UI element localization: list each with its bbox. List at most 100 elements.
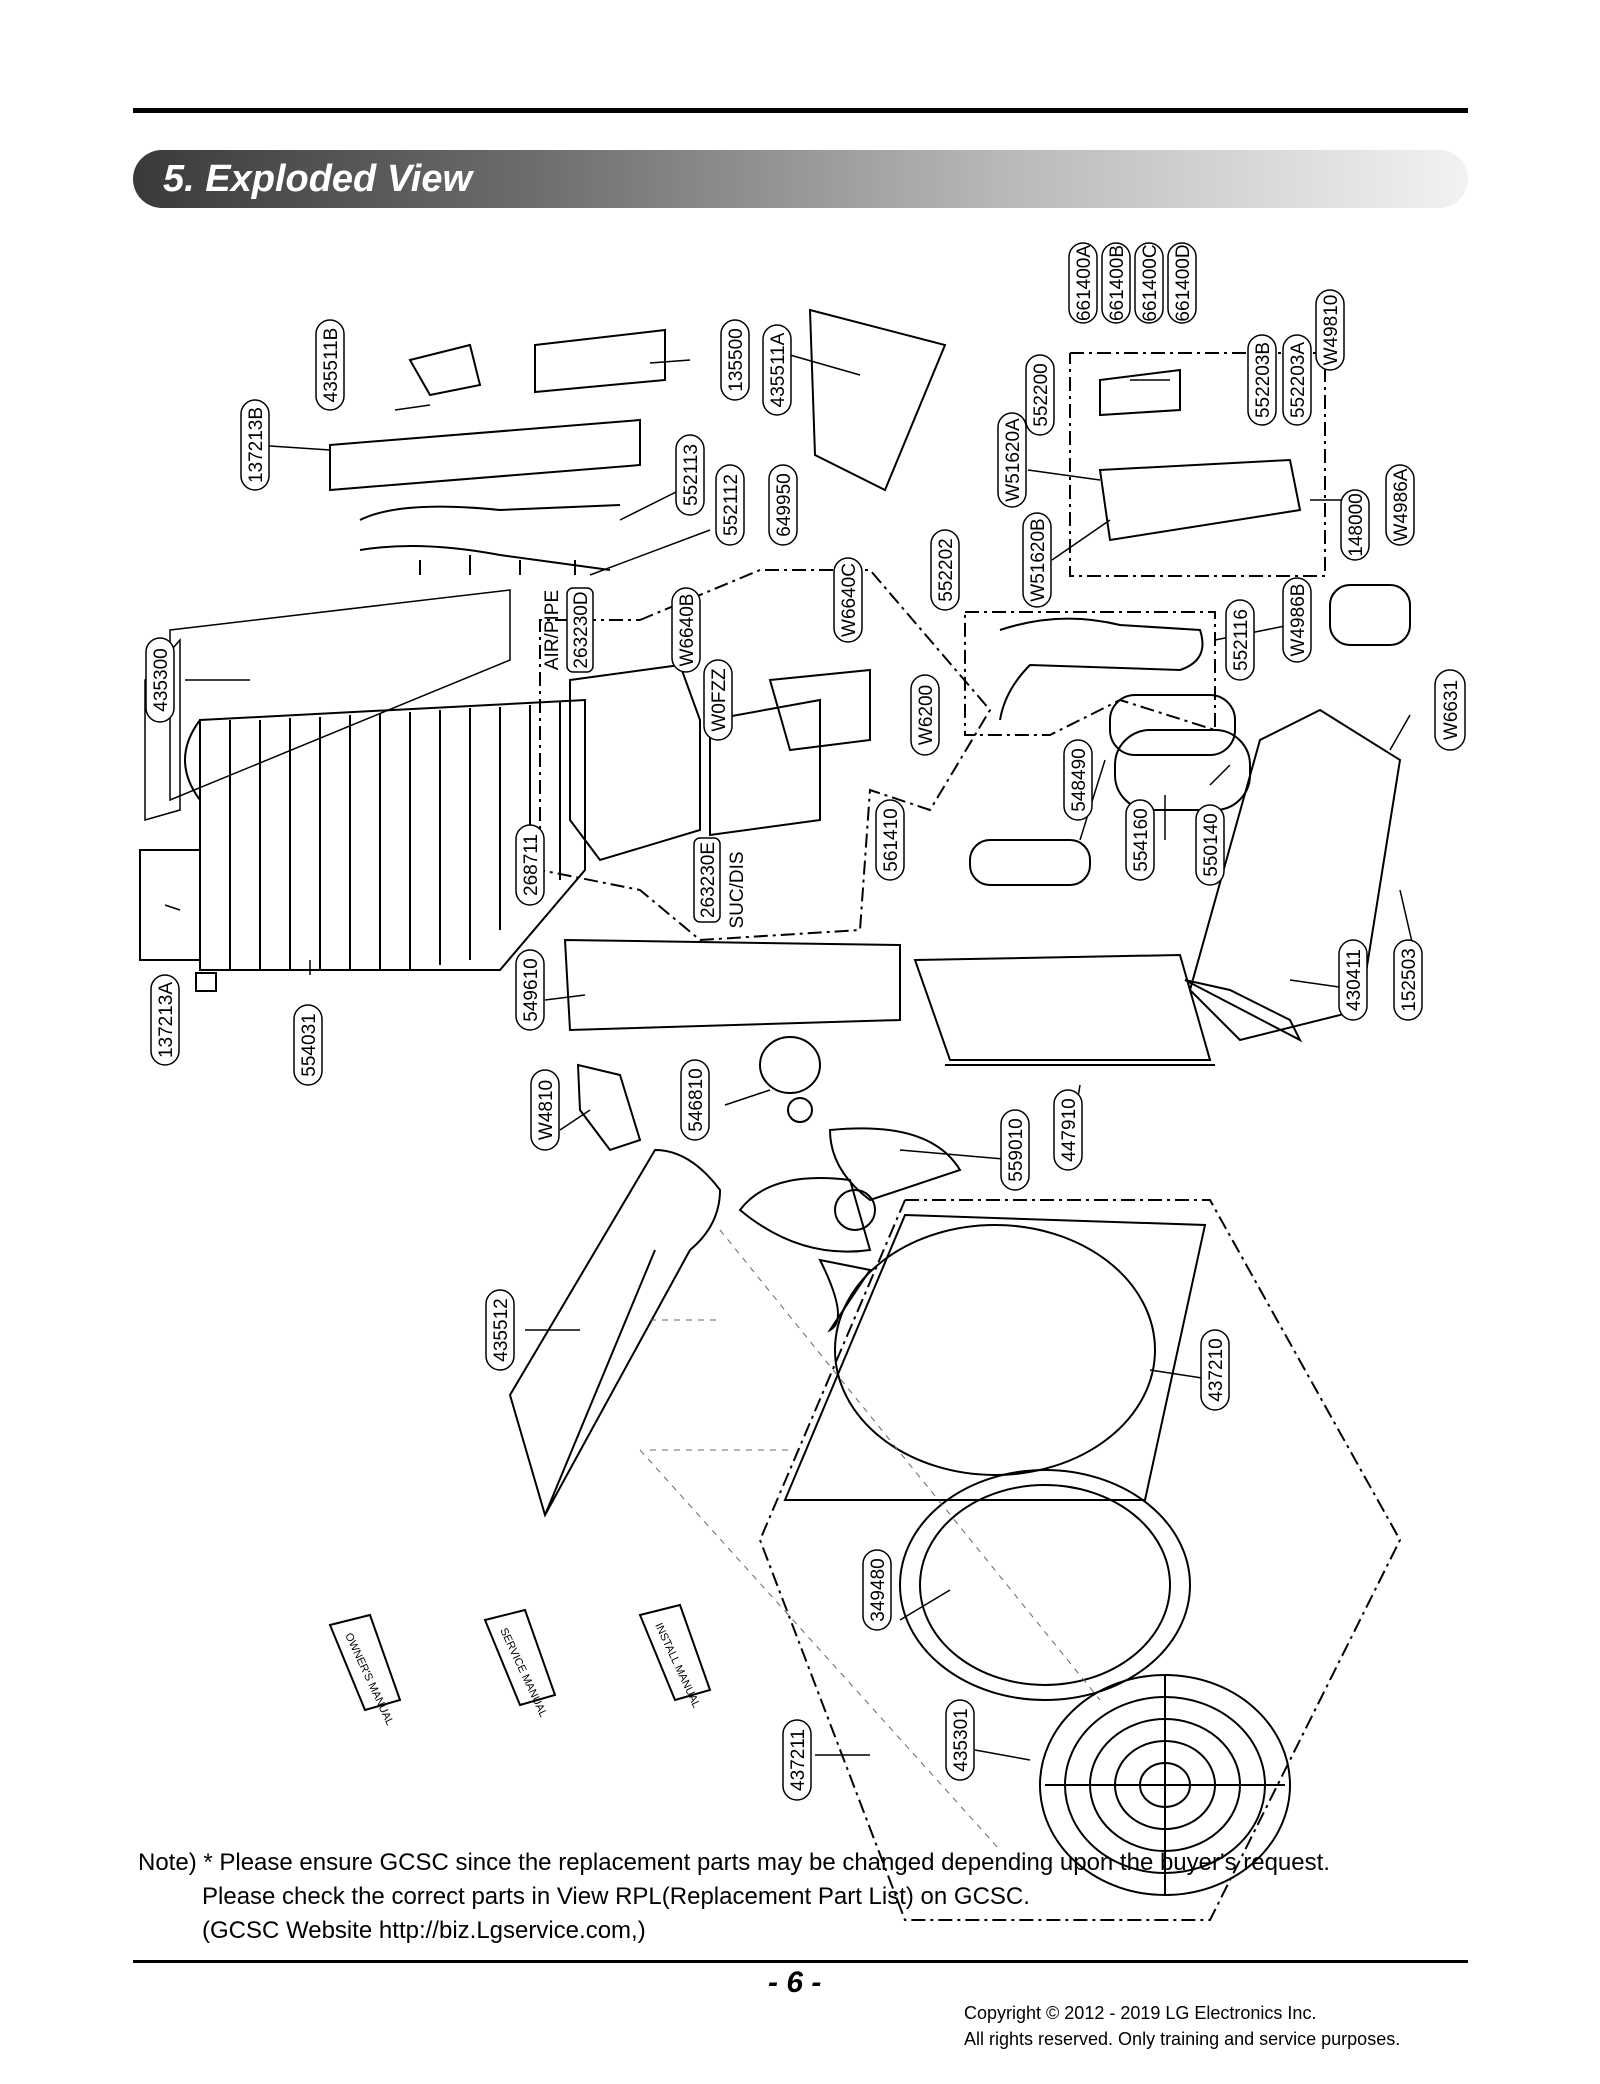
part-label-w6631: W6631 (1434, 669, 1466, 751)
top-cover (329, 308, 947, 492)
manual-text-owner: OWNER'S MANUAL (342, 1631, 395, 1727)
svg-text:552203A: 552203A (1288, 342, 1309, 418)
svg-text:263230D: 263230D (571, 591, 592, 668)
brackets (195, 972, 642, 1152)
svg-text:437211: 437211 (788, 1729, 809, 1791)
svg-text:W51620A: W51620A (1003, 418, 1024, 502)
svg-text:437210: 437210 (1206, 1338, 1227, 1401)
part-label-148000: 148000 (1340, 489, 1370, 561)
svg-text:W4986A: W4986A (1391, 468, 1412, 541)
svg-text:349480: 349480 (868, 1558, 889, 1621)
note-block: Note) * Please ensure GCSC since the rep… (138, 1846, 1330, 1948)
svg-text:661400C: 661400C (1140, 244, 1161, 321)
svg-text:549610: 549610 (521, 958, 542, 1021)
svg-text:447910: 447910 (1059, 1098, 1080, 1161)
svg-text:546810: 546810 (686, 1068, 707, 1131)
part-label-559010: 559010 (1000, 1109, 1030, 1191)
part-labels: 661400A 661400B 661400C 661400D W49810 4… (145, 242, 1466, 1801)
part-label-suc-dis: SUC/DIS (727, 851, 748, 928)
part-label-649950: 649950 (768, 464, 798, 546)
part-label-435511b: 435511B (315, 319, 345, 411)
svg-text:137213B: 137213B (246, 407, 267, 483)
svg-text:552203B: 552203B (1253, 342, 1274, 418)
part-label-661400d: 661400D (1167, 242, 1197, 324)
part-label-w6640b: W6640B (671, 587, 701, 673)
part-label-552112: 552112 (715, 464, 745, 546)
part-label-549610: 549610 (515, 949, 545, 1031)
part-label-661400b: 661400B (1101, 242, 1131, 324)
svg-text:435511B: 435511B (321, 328, 342, 403)
part-label-w6200: W6200 (910, 674, 940, 756)
part-label-435512: 435512 (485, 1289, 515, 1371)
compressor (969, 694, 1251, 886)
part-label-561410: 561410 (875, 799, 905, 881)
svg-text:430411: 430411 (1344, 949, 1365, 1011)
section-title: 5. Exploded View (163, 158, 473, 200)
part-label-w6640c: W6640C (833, 557, 863, 643)
part-label-435300: 435300 (145, 637, 175, 723)
svg-text:SUC/DIS: SUC/DIS (727, 851, 748, 928)
part-label-air-pipe: AIR/PIPE (542, 590, 563, 670)
svg-text:649950: 649950 (774, 473, 795, 536)
leader-lines (164, 354, 1416, 1761)
part-label-152503: 152503 (1393, 939, 1423, 1021)
svg-text:W6200: W6200 (916, 685, 937, 745)
part-label-437210: 437210 (1200, 1329, 1230, 1411)
part-label-552203a: 552203A (1282, 334, 1312, 426)
part-label-552116: 552116 (1225, 599, 1255, 681)
part-label-437211: 437211 (782, 1719, 812, 1801)
part-label-268711: 268711 (515, 824, 545, 906)
svg-text:135500: 135500 (726, 328, 747, 391)
copyright: Copyright © 2012 - 2019 LG Electronics I… (964, 2000, 1400, 2052)
svg-text:554031: 554031 (299, 1013, 320, 1076)
svg-text:W6631: W6631 (1441, 680, 1462, 740)
svg-text:268711: 268711 (521, 834, 542, 896)
copyright-line-1: Copyright © 2012 - 2019 LG Electronics I… (964, 2003, 1317, 2023)
page-number: - 6 - (768, 1966, 822, 1999)
fan-guard (1039, 1674, 1291, 1896)
svg-text:AIR/PIPE: AIR/PIPE (542, 590, 563, 670)
part-label-447910: 447910 (1053, 1089, 1083, 1171)
valve-assembly (1098, 368, 1411, 646)
group-outline-pipe (964, 611, 1216, 736)
svg-text:W0FZZ: W0FZZ (709, 668, 730, 732)
svg-text:W51620B: W51620B (1028, 518, 1049, 601)
svg-text:W4810: W4810 (536, 1080, 557, 1140)
fan-blade (738, 1127, 962, 1333)
part-label-546810: 546810 (680, 1059, 710, 1141)
svg-text:137213A: 137213A (156, 982, 177, 1058)
group-outline-front (758, 1199, 1402, 1921)
side-panel (508, 1148, 722, 1518)
top-rule (133, 108, 1468, 113)
fan-support (563, 938, 1215, 1066)
part-label-263230e: 263230E (693, 837, 721, 923)
note-line-1: Note) * Please ensure GCSC since the rep… (138, 1849, 1330, 1876)
condenser-coil (139, 698, 586, 971)
part-label-137213b: 137213B (240, 399, 270, 491)
svg-text:548490: 548490 (1069, 748, 1090, 811)
svg-text:661400B: 661400B (1107, 245, 1128, 321)
part-label-349480: 349480 (862, 1549, 892, 1631)
svg-text:561410: 561410 (881, 808, 902, 871)
part-label-554031: 554031 (293, 1004, 323, 1086)
part-label-w4986b: W4986B (1282, 577, 1312, 663)
svg-text:435511A: 435511A (768, 332, 789, 407)
part-label-w4810: W4810 (530, 1069, 560, 1151)
svg-text:W49810: W49810 (1321, 295, 1342, 366)
part-label-552113: 552113 (675, 434, 705, 516)
part-label-550140: 550140 (1195, 804, 1225, 886)
part-label-w51620b: W51620B (1022, 512, 1052, 608)
copyright-line-2: All rights reserved. Only training and s… (964, 2029, 1401, 2049)
part-label-137213a: 137213A (150, 974, 180, 1066)
svg-text:148000: 148000 (1346, 493, 1367, 556)
part-label-552202: 552202 (930, 529, 960, 611)
part-label-661400c: 661400C (1134, 242, 1164, 324)
part-label-661400a: 661400A (1068, 242, 1098, 324)
orifice-ring (899, 1469, 1191, 1701)
part-label-548490: 548490 (1063, 739, 1093, 821)
section-title-bar: 5. Exploded View (133, 150, 1468, 208)
bottom-rule (133, 1960, 1468, 1963)
svg-text:550140: 550140 (1201, 813, 1222, 876)
svg-text:661400D: 661400D (1173, 244, 1194, 321)
